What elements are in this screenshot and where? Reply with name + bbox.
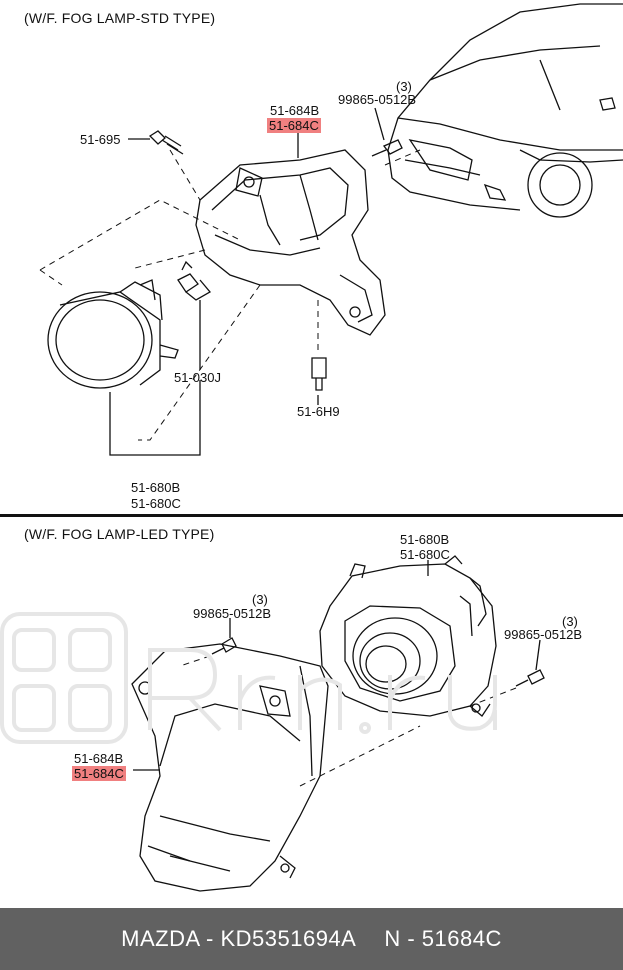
fog-lamp-led bbox=[319, 555, 497, 717]
label-lamp-b: 51-680B bbox=[131, 480, 181, 495]
label-screw-right-qty: (3) bbox=[562, 614, 578, 629]
section-title-std: (W/F. FOG LAMP-STD TYPE) bbox=[24, 10, 216, 26]
label-screw-qty: (3) bbox=[396, 79, 412, 94]
bulb-51-030j bbox=[177, 260, 211, 301]
label-led-lamp-b: 51-680B bbox=[400, 532, 450, 547]
bolt-51-695 bbox=[148, 130, 184, 155]
fog-lamp-std bbox=[47, 279, 179, 389]
label-screw-left-qty: (3) bbox=[252, 592, 268, 607]
section-divider bbox=[0, 514, 623, 517]
label-lamp-c: 51-680C bbox=[131, 496, 181, 511]
label-bracket-b: 51-684B bbox=[270, 103, 320, 118]
label-bracket-c-highlighted: 51-684C bbox=[267, 118, 321, 133]
led-type-diagram bbox=[131, 555, 545, 892]
screw-top bbox=[371, 139, 403, 157]
footer-number: N - 51684C bbox=[384, 926, 502, 951]
vehicle-illustration bbox=[387, 3, 623, 218]
label-bulb: 51-030J bbox=[174, 370, 221, 385]
label-screw-right: 99865-0512B bbox=[504, 627, 583, 642]
part-number-footer: MAZDA - KD5351694A N - 51684C bbox=[0, 908, 623, 970]
clip-51-6h9 bbox=[311, 357, 327, 391]
section-title-led: (W/F. FOG LAMP-LED TYPE) bbox=[24, 526, 215, 542]
label-clip: 51-6H9 bbox=[297, 404, 340, 419]
screw-right bbox=[515, 669, 545, 687]
label-bolt: 51-695 bbox=[80, 132, 121, 147]
label-led-lamp-c: 51-680C bbox=[400, 547, 450, 562]
footer-brand-part: MAZDA - KD5351694A bbox=[121, 926, 357, 951]
label-screw-left: 99865-0512B bbox=[193, 606, 272, 621]
led-type-section: (W/F. FOG LAMP-LED TYPE) bbox=[0, 516, 623, 908]
std-type-diagram bbox=[39, 3, 623, 456]
label-led-bracket-b: 51-684B bbox=[74, 751, 124, 766]
std-type-section: (W/F. FOG LAMP-STD TYPE) bbox=[24, 3, 623, 511]
label-led-bracket-c-highlighted: 51-684C bbox=[72, 766, 126, 781]
bracket-std bbox=[195, 149, 386, 336]
bracket-led bbox=[131, 643, 329, 892]
label-screw: 99865-0512B bbox=[338, 92, 417, 107]
